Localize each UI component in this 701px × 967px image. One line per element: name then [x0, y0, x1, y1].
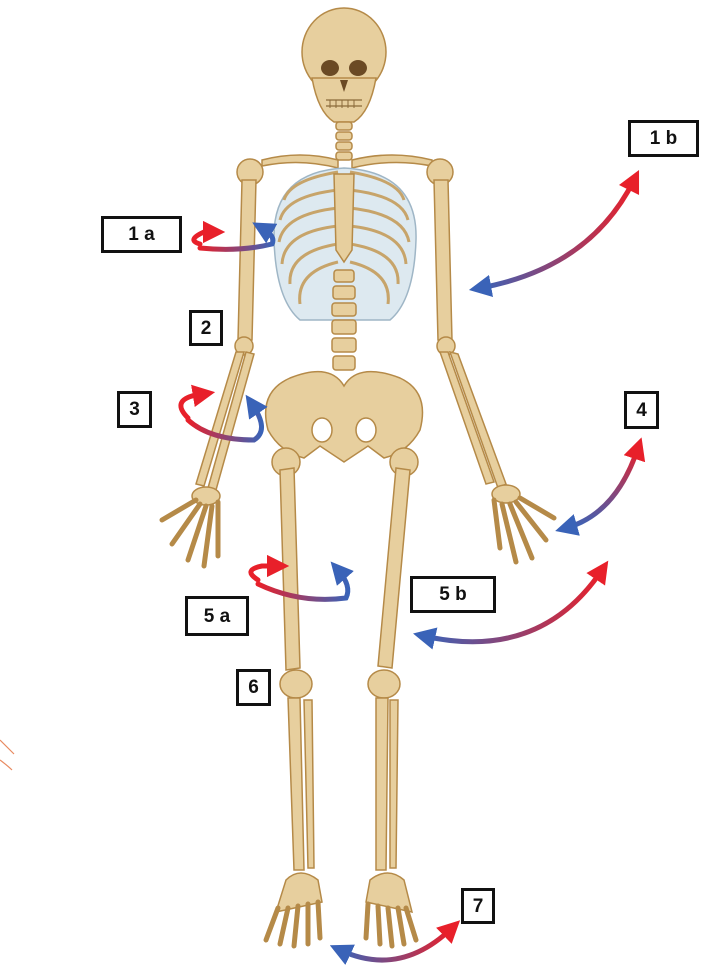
left-leg — [266, 448, 322, 946]
right-arm — [427, 159, 554, 562]
obturator-left — [312, 418, 332, 442]
left-clavicle — [262, 155, 338, 168]
label-7: 7 — [461, 888, 495, 924]
label-6: 6 — [236, 669, 271, 706]
obturator-right — [356, 418, 376, 442]
skeleton — [162, 8, 554, 946]
arrow-5a — [251, 566, 348, 599]
edge-mark — [0, 740, 14, 770]
label-4: 4 — [624, 391, 659, 429]
label-5b: 5 b — [410, 576, 496, 613]
label-3: 3 — [117, 391, 152, 428]
right-leg — [366, 448, 418, 946]
label-5a: 5 a — [185, 596, 249, 636]
arrow-7 — [340, 928, 452, 960]
cervical-spine — [336, 122, 352, 160]
arrow-4 — [566, 448, 638, 528]
skull — [302, 8, 386, 122]
label-1a: 1 a — [101, 216, 182, 253]
label-1b: 1 b — [628, 120, 699, 157]
arrow-1b — [480, 180, 634, 288]
arrow-1a — [194, 228, 273, 249]
label-2: 2 — [189, 310, 223, 346]
right-clavicle — [352, 155, 432, 168]
